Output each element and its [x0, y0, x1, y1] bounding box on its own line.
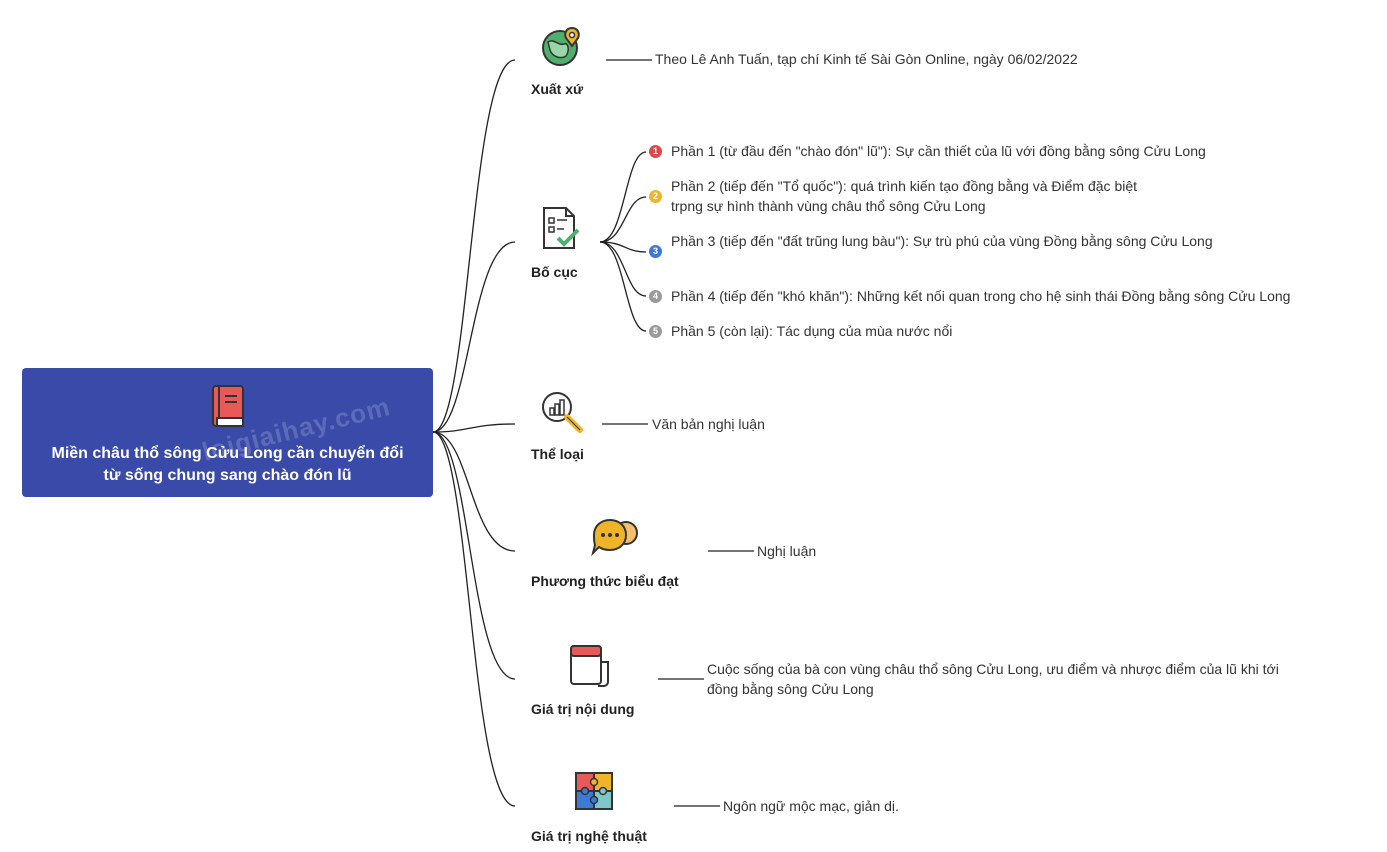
number-badge: 3: [649, 245, 662, 258]
connector-part-2: [599, 196, 647, 243]
branch-label: Giá trị nghệ thuật: [531, 828, 647, 844]
globe-location-icon: [542, 26, 580, 66]
connector-gia-tri-noi-dung: [432, 431, 516, 680]
connector-part-3: [599, 241, 647, 253]
leaf-nghe-thuat: Ngôn ngữ mộc mạc, giản dị.: [723, 798, 899, 814]
connector-part-4: [599, 241, 647, 297]
connector-part-1: [599, 151, 647, 243]
magnifier-chart-icon: [542, 392, 583, 433]
branch-label: Thể loại: [531, 446, 584, 462]
number-badge: 4: [649, 290, 662, 303]
branch-label: Xuất xứ: [531, 81, 584, 97]
branch-label: Phương thức biểu đạt: [531, 573, 679, 589]
root-title: Miền châu thổ sông Cửu Long cần chuyển đ…: [51, 445, 404, 484]
notebook-icon: [570, 645, 609, 687]
leaf-the-loai: Văn bản nghị luận: [652, 416, 765, 432]
connector-part-5: [599, 241, 647, 332]
branch-label: Giá trị nội dung: [531, 701, 635, 717]
part-text: Phần 5 (còn lại): Tác dụng của mùa nước …: [671, 323, 953, 339]
part-text: Phần 4 (tiếp đến "khó khăn"): Những kết …: [671, 288, 1291, 304]
connector-the-loai: [432, 423, 516, 433]
part-text: Phần 2 (tiếp đến "Tổ quốc"): quá trình k…: [671, 178, 1138, 214]
branch-label: Bố cục: [531, 264, 578, 280]
part-text: Phần 1 (từ đầu đến "chào đón" lũ"): Sự c…: [671, 143, 1206, 159]
leaf-phuong-thuc: Nghị luận: [757, 543, 817, 559]
number-badge: 1: [649, 145, 662, 158]
connector-xuat-xu: [432, 59, 516, 433]
leaf-xuat-xu: Theo Lê Anh Tuấn, tạp chí Kinh tế Sài Gò…: [655, 51, 1078, 67]
number-badge: 5: [649, 325, 662, 338]
connector-phuong-thuc: [432, 431, 516, 552]
puzzle-icon: [575, 772, 613, 810]
part-text: Phần 3 (tiếp đến "đất trũng lung bàu"): …: [671, 233, 1213, 249]
root-node[interactable]: Miền châu thổ sông Cửu Long cần chuyển đ…: [22, 368, 433, 497]
number-badge: 2: [649, 190, 662, 203]
leaf-noi-dung: Cuộc sống của bà con vùng châu thổ sông …: [707, 661, 1279, 697]
book-icon: [211, 385, 244, 427]
speech-bubbles-icon: [591, 518, 638, 557]
connector-gia-tri-nghe-thuat: [432, 431, 516, 807]
checklist-icon: [543, 207, 580, 249]
connector-bo-cuc: [432, 241, 516, 433]
